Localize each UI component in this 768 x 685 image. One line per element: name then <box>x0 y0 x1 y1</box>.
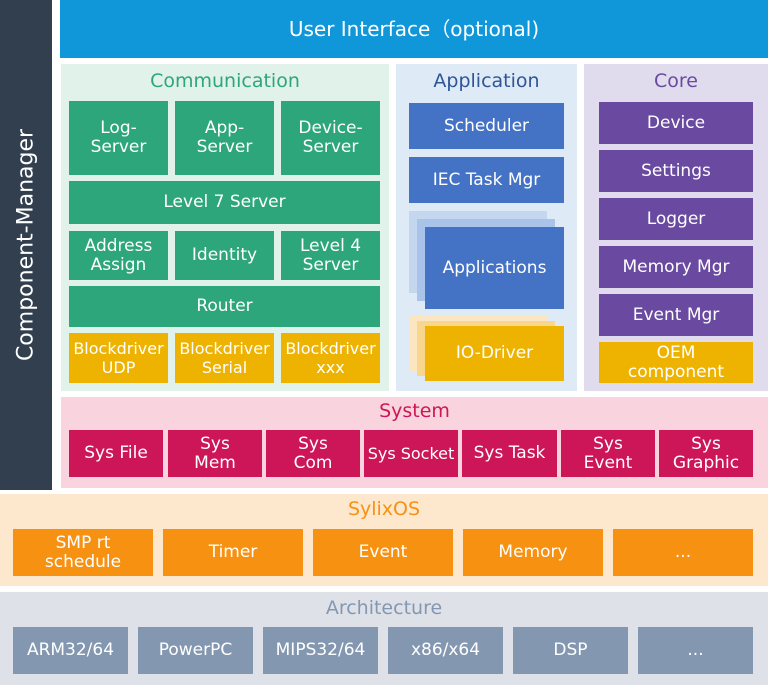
memory-mgr-block: Memory Mgr <box>599 246 753 288</box>
component-manager-label: Component-Manager <box>13 128 39 362</box>
application-title: Application <box>433 70 540 92</box>
io-driver-block: IO-Driver <box>425 326 564 381</box>
dsp-block: DSP <box>513 627 628 674</box>
sys-graphic-block: Sys Graphic <box>659 430 753 477</box>
sys-event-block: Sys Event <box>561 430 655 477</box>
sys-socket-block: Sys Socket <box>364 430 458 477</box>
arm-block: ARM32/64 <box>13 627 128 674</box>
user-interface-bar: User Interface（optional) <box>60 0 768 58</box>
blockdriver-xxx-block: Blockdriver xxx <box>281 333 380 383</box>
event-mgr-block: Event Mgr <box>599 294 753 336</box>
mips-block: MIPS32/64 <box>263 627 378 674</box>
smp-rt-schedule-block: SMP rt schedule <box>13 529 153 576</box>
oem-component-block: OEM component <box>599 342 753 383</box>
sys-file-block: Sys File <box>69 430 163 477</box>
system-title: System <box>379 400 450 422</box>
sylixos-more-block: ... <box>613 529 753 576</box>
scheduler-block: Scheduler <box>409 103 564 149</box>
architecture-more-block: ... <box>638 627 753 674</box>
iec-task-mgr-block: IEC Task Mgr <box>409 157 564 203</box>
identity-block: Identity <box>175 231 274 280</box>
router-block: Router <box>69 286 380 327</box>
user-interface-label: User Interface（optional) <box>288 16 540 41</box>
event-block: Event <box>313 529 453 576</box>
device-server-block: Device- Server <box>281 101 380 175</box>
blockdriver-serial-block: Blockdriver Serial <box>175 333 274 383</box>
blockdriver-udp-block: Blockdriver UDP <box>69 333 168 383</box>
level7-server-block: Level 7 Server <box>69 181 380 224</box>
sys-task-block: Sys Task <box>462 430 557 477</box>
core-title: Core <box>654 70 698 92</box>
timer-block: Timer <box>163 529 303 576</box>
sylixos-title: SylixOS <box>347 498 421 520</box>
address-assign-block: Address Assign <box>69 231 168 280</box>
device-block: Device <box>599 102 753 144</box>
settings-block: Settings <box>599 150 753 192</box>
app-server-block: App- Server <box>175 101 274 175</box>
sys-com-block: Sys Com <box>266 430 360 477</box>
communication-title: Communication <box>150 70 300 92</box>
component-manager-bar: Component-Manager <box>0 0 52 490</box>
logger-block: Logger <box>599 198 753 240</box>
sys-mem-block: Sys Mem <box>168 430 262 477</box>
x86-block: x86/x64 <box>388 627 503 674</box>
memory-block: Memory <box>463 529 603 576</box>
powerpc-block: PowerPC <box>138 627 253 674</box>
applications-block: Applications <box>425 227 564 309</box>
level4-server-block: Level 4 Server <box>281 231 380 280</box>
architecture-title: Architecture <box>325 597 443 619</box>
log-server-block: Log- Server <box>69 101 168 175</box>
